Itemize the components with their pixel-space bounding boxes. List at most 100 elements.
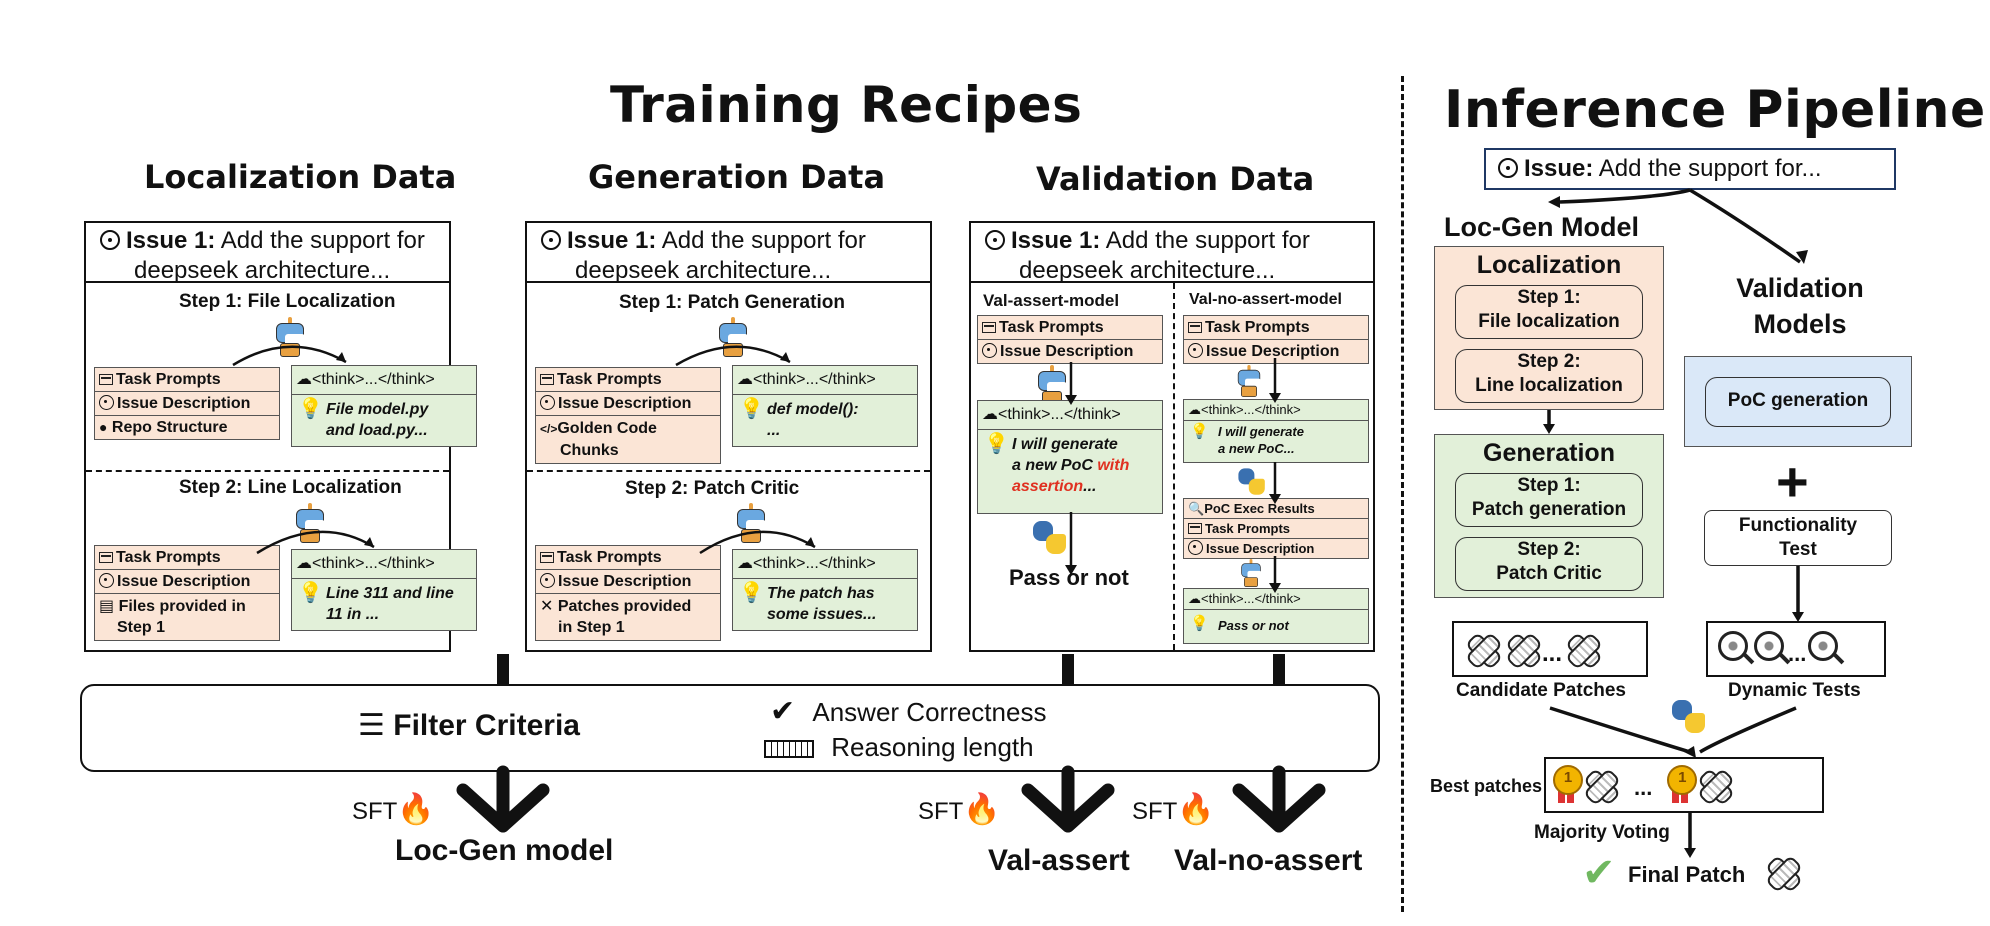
step-label: Step 2:	[1517, 539, 1581, 560]
thought-cloud-icon: ☁	[296, 555, 312, 572]
noassert-inputs: Task Prompts Issue Description	[1183, 315, 1369, 364]
loc-step1: Step 1: File localization	[1455, 285, 1643, 339]
step-desc: Patch Critic	[1496, 563, 1602, 584]
step-label: Step 2:	[1517, 351, 1581, 372]
issue-icon	[99, 395, 114, 410]
think-row: ☁<think>...</think>	[292, 550, 476, 579]
issue-label: Issue 1:	[567, 227, 657, 254]
criterion-label: Reasoning length	[831, 732, 1034, 762]
step-label: Step 1:	[1517, 287, 1581, 308]
inference-localization-box: Localization Step 1: File localization St…	[1434, 246, 1664, 410]
issue-icon	[985, 230, 1005, 250]
lightbulb-icon: 💡	[1190, 423, 1209, 440]
connector-bar	[1273, 654, 1285, 684]
loc-gen-model-title: Loc-Gen Model	[1444, 212, 1639, 242]
fire-icon: 🔥	[1177, 793, 1215, 826]
step-desc: Patch generation	[1471, 499, 1627, 520]
thought-cloud-icon: ☁	[737, 555, 753, 572]
issue-icon	[1498, 158, 1518, 178]
checkmark-icon: ✔	[1582, 851, 1616, 895]
lightbulb-icon: 💡	[739, 582, 764, 604]
step2-title: Step 2: Line Localization	[179, 477, 402, 498]
issue-text: Add the support for...	[1593, 155, 1822, 182]
issue-icon	[541, 230, 561, 250]
output-text: 💡Pass or not	[1190, 615, 1289, 633]
fire-icon: 🔥	[397, 793, 435, 826]
issue-label: Issue:	[1524, 155, 1594, 182]
step2-inputs: Task Prompts Issue Description ✕ Patches…	[535, 545, 721, 641]
ellipsis: ...	[1634, 775, 1653, 800]
sft-text: SFT	[1132, 798, 1178, 825]
thought-cloud-icon: ☁	[1188, 402, 1201, 417]
input-item: Task Prompts	[1184, 519, 1368, 539]
thought-cloud-icon: ☁	[982, 406, 998, 423]
prompt-icon	[982, 322, 996, 333]
thought-cloud-icon: ☁	[737, 371, 753, 388]
think-row: ☁<think>...</think>	[1184, 400, 1368, 421]
medal-icon	[1666, 765, 1698, 805]
noassert-output-2: ☁<think>...</think> 💡Pass or not	[1183, 588, 1369, 644]
lightbulb-icon: 💡	[984, 433, 1009, 455]
think-row: ☁<think>...</think>	[733, 550, 917, 579]
prompt-icon	[540, 552, 554, 563]
issue-label: Issue 1:	[1011, 227, 1101, 254]
file-icon: ▤	[99, 598, 115, 615]
step1-inputs: Task Prompts Issue Description ● Repo St…	[94, 367, 280, 440]
noassert-inputs-2: 🔍PoC Exec Results Task Prompts Issue Des…	[1183, 498, 1369, 559]
issue-icon	[540, 395, 555, 410]
generation-title: Generation	[1483, 439, 1615, 467]
validation-models-box: PoC generation	[1684, 356, 1912, 447]
filter-criteria-box: ☰ Filter Criteria ✔ Answer Correctness R…	[80, 684, 1380, 772]
section-separator	[1401, 76, 1404, 912]
step-desc: Line localization	[1475, 375, 1623, 396]
func-line: Test	[1779, 539, 1817, 560]
step-divider	[527, 470, 930, 472]
issue-icon	[982, 343, 997, 358]
issue-header: Issue 1: Add the support for deepseek ar…	[971, 223, 1373, 284]
step-label: Step 1:	[1517, 475, 1581, 496]
val-assert-model-title: Val-assert-model	[983, 291, 1120, 310]
issue-text: Add the support for	[215, 227, 425, 254]
sft-text: SFT	[918, 798, 964, 825]
python-icon	[1238, 468, 1265, 495]
sft-label: SFT🔥	[1132, 792, 1215, 827]
filter-criteria: ☰ Filter Criteria	[358, 708, 580, 743]
assert-inputs: Task Prompts Issue Description	[977, 315, 1163, 364]
step-desc: File localization	[1478, 311, 1620, 332]
issue-icon	[540, 573, 555, 588]
input-item: Issue Description	[1184, 539, 1368, 558]
ellipsis: ...	[1542, 640, 1563, 667]
step1-title: Step 1: Patch Generation	[619, 292, 845, 313]
step-divider	[86, 470, 449, 472]
issue-icon	[1188, 540, 1203, 555]
localization-data-title: Localization Data	[144, 158, 457, 196]
majority-voting-label: Majority Voting	[1534, 822, 1670, 843]
dynamic-tests-box: ...	[1706, 621, 1886, 677]
step1-title: Step 1: File Localization	[179, 291, 396, 312]
lightbulb-icon: 💡	[298, 398, 323, 420]
step1-inputs: Task Prompts Issue Description </>Golden…	[535, 367, 721, 464]
step2-title: Step 2: Patch Critic	[625, 478, 800, 499]
gen-step2: Step 2: Patch Critic	[1455, 537, 1643, 591]
input-item: Task Prompts	[1184, 316, 1368, 340]
sft-label: SFT🔥	[352, 792, 435, 827]
think-row: ☁<think>...</think>	[978, 401, 1162, 430]
lightbulb-icon: 💡	[298, 582, 323, 604]
candidate-patches-label: Candidate Patches	[1456, 680, 1626, 701]
localization-title: Localization	[1476, 251, 1622, 279]
input-item: Issue Description	[1184, 340, 1368, 363]
input-item: ● Repo Structure	[99, 419, 228, 436]
sft-label: SFT🔥	[918, 792, 1001, 827]
issue-text: Add the support for	[1100, 227, 1310, 254]
